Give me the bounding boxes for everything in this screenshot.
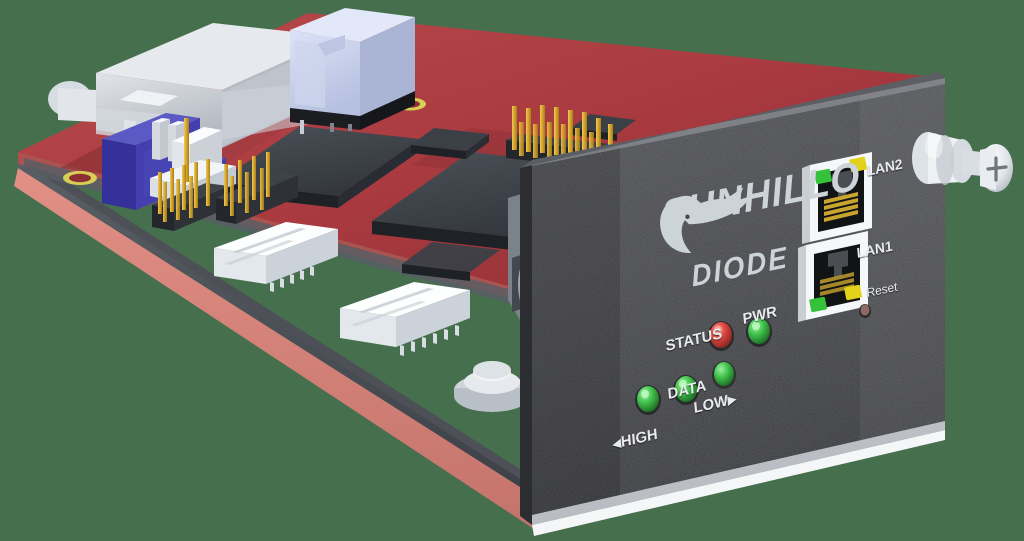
edge-chip (402, 242, 500, 281)
pin-header-center (216, 152, 298, 224)
led-status (708, 321, 734, 351)
led-data (673, 375, 699, 405)
transformer-module (290, 8, 415, 134)
rj45-port-lan1[interactable] (798, 231, 868, 322)
led-pwr (746, 317, 772, 347)
led-low (712, 361, 736, 389)
reset-pinhole[interactable] (859, 304, 871, 318)
board-standoff (454, 361, 530, 412)
led-high (635, 385, 661, 415)
rj45-port-lan2[interactable] (802, 152, 872, 244)
ribbon-connector-1 (214, 222, 338, 292)
pin-header-left (152, 159, 228, 231)
ribbon-connector-2 (340, 282, 470, 356)
mounting-hole (63, 171, 97, 185)
sunhillo-bird-logo (660, 187, 755, 253)
captive-thumbscrew[interactable] (912, 132, 1013, 192)
small-chip (411, 128, 489, 159)
